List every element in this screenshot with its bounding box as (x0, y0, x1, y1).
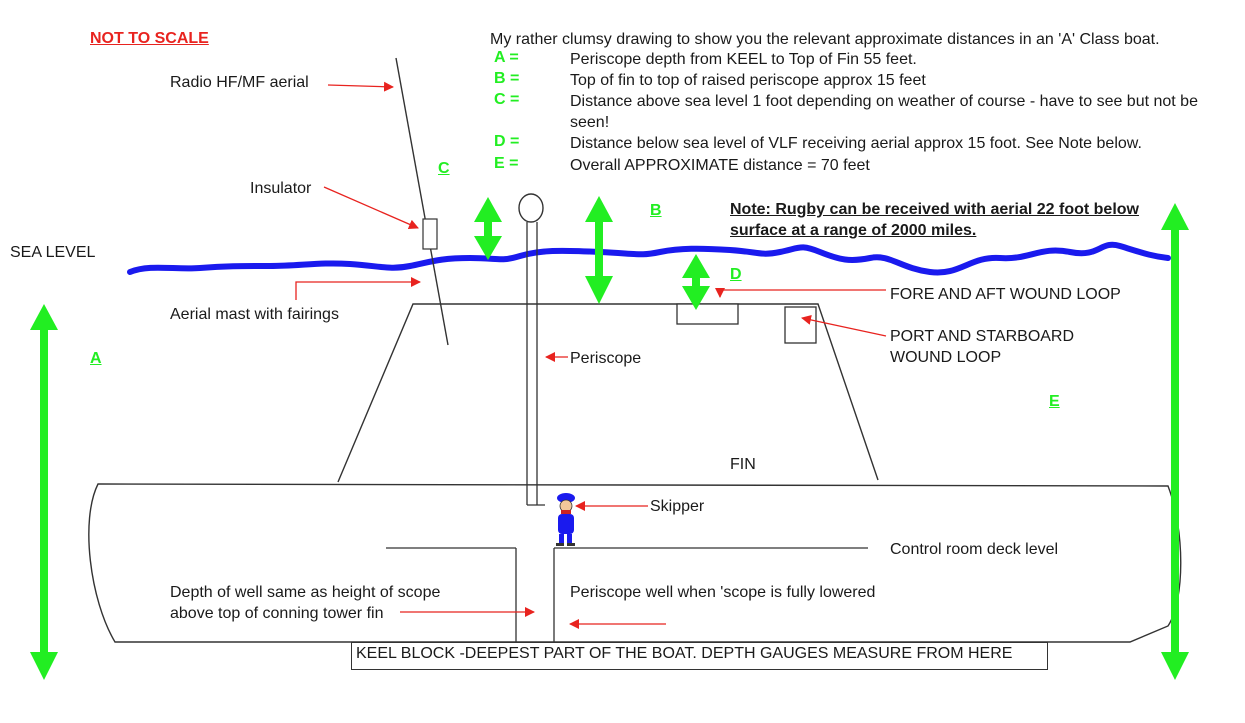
aerial-mast (395, 57, 449, 346)
label-periscope: Periscope (570, 350, 642, 367)
label-sea-level: SEA LEVEL (10, 244, 96, 261)
label-fore-aft-loop: FORE AND AFT WOUND LOOP (890, 286, 1121, 303)
label-radio-aerial: Radio HF/MF aerial (170, 74, 309, 91)
pointer-port-starboard-loop (801, 314, 887, 337)
fore-aft-loop-shape (676, 303, 739, 325)
legend-key-e: E = (494, 155, 519, 172)
label-well-depth: Depth of well same as height of scope ab… (170, 584, 441, 622)
fin-outline (337, 303, 879, 483)
pointer-radio-aerial (327, 81, 394, 92)
periscope-head (518, 193, 544, 223)
pointer-fore-aft-loop (715, 288, 886, 298)
keel-block-label: KEEL BLOCK -DEEPEST PART OF THE BOAT. DE… (351, 642, 1048, 670)
label-skipper: Skipper (650, 498, 705, 515)
pointer-aerial-mast (295, 277, 421, 300)
port-starboard-loop-shape (784, 306, 817, 344)
label-control-room: Control room deck level (890, 541, 1059, 558)
legend-text-c: Distance above sea level 1 foot dependin… (570, 93, 1198, 131)
intro-text: My rather clumsy drawing to show you the… (490, 31, 1160, 48)
legend-key-d: D = (494, 133, 520, 150)
letter-d: D (730, 266, 742, 283)
not-to-scale-heading: NOT TO SCALE (90, 30, 209, 47)
label-aerial-mast: Aerial mast with fairings (170, 306, 339, 323)
arrow-e (1161, 203, 1189, 680)
insulator-shape (422, 218, 438, 250)
arrow-a (30, 304, 58, 680)
legend-text-a: Periscope depth from KEEL to Top of Fin … (570, 51, 917, 68)
letter-a: A (90, 350, 102, 367)
arrow-b (585, 196, 613, 304)
legend-text-e: Overall APPROXIMATE distance = 70 feet (570, 157, 870, 174)
skipper-figure (556, 493, 575, 546)
label-periscope-well: Periscope well when 'scope is fully lowe… (570, 584, 876, 601)
sea-level-line (127, 241, 1171, 276)
arrow-c (474, 197, 502, 260)
legend-text-b: Top of fin to top of raised periscope ap… (570, 72, 926, 89)
pointer-insulator (323, 186, 419, 229)
letter-b: B (650, 202, 662, 219)
legend-key-b: B = (494, 70, 520, 87)
label-insulator: Insulator (250, 180, 312, 197)
label-port-starboard-loop: PORT AND STARBOARD WOUND LOOP (890, 328, 1075, 366)
label-fin: FIN (730, 456, 756, 473)
legend-key-c: C = (494, 91, 520, 108)
letter-c: C (438, 160, 450, 177)
legend-text-d: Distance below sea level of VLF receivin… (570, 135, 1142, 152)
rugby-note: Note: Rugby can be received with aerial … (730, 201, 1139, 239)
letter-e: E (1049, 393, 1060, 410)
arrow-d (682, 254, 710, 310)
legend-key-a: A = (494, 49, 519, 66)
